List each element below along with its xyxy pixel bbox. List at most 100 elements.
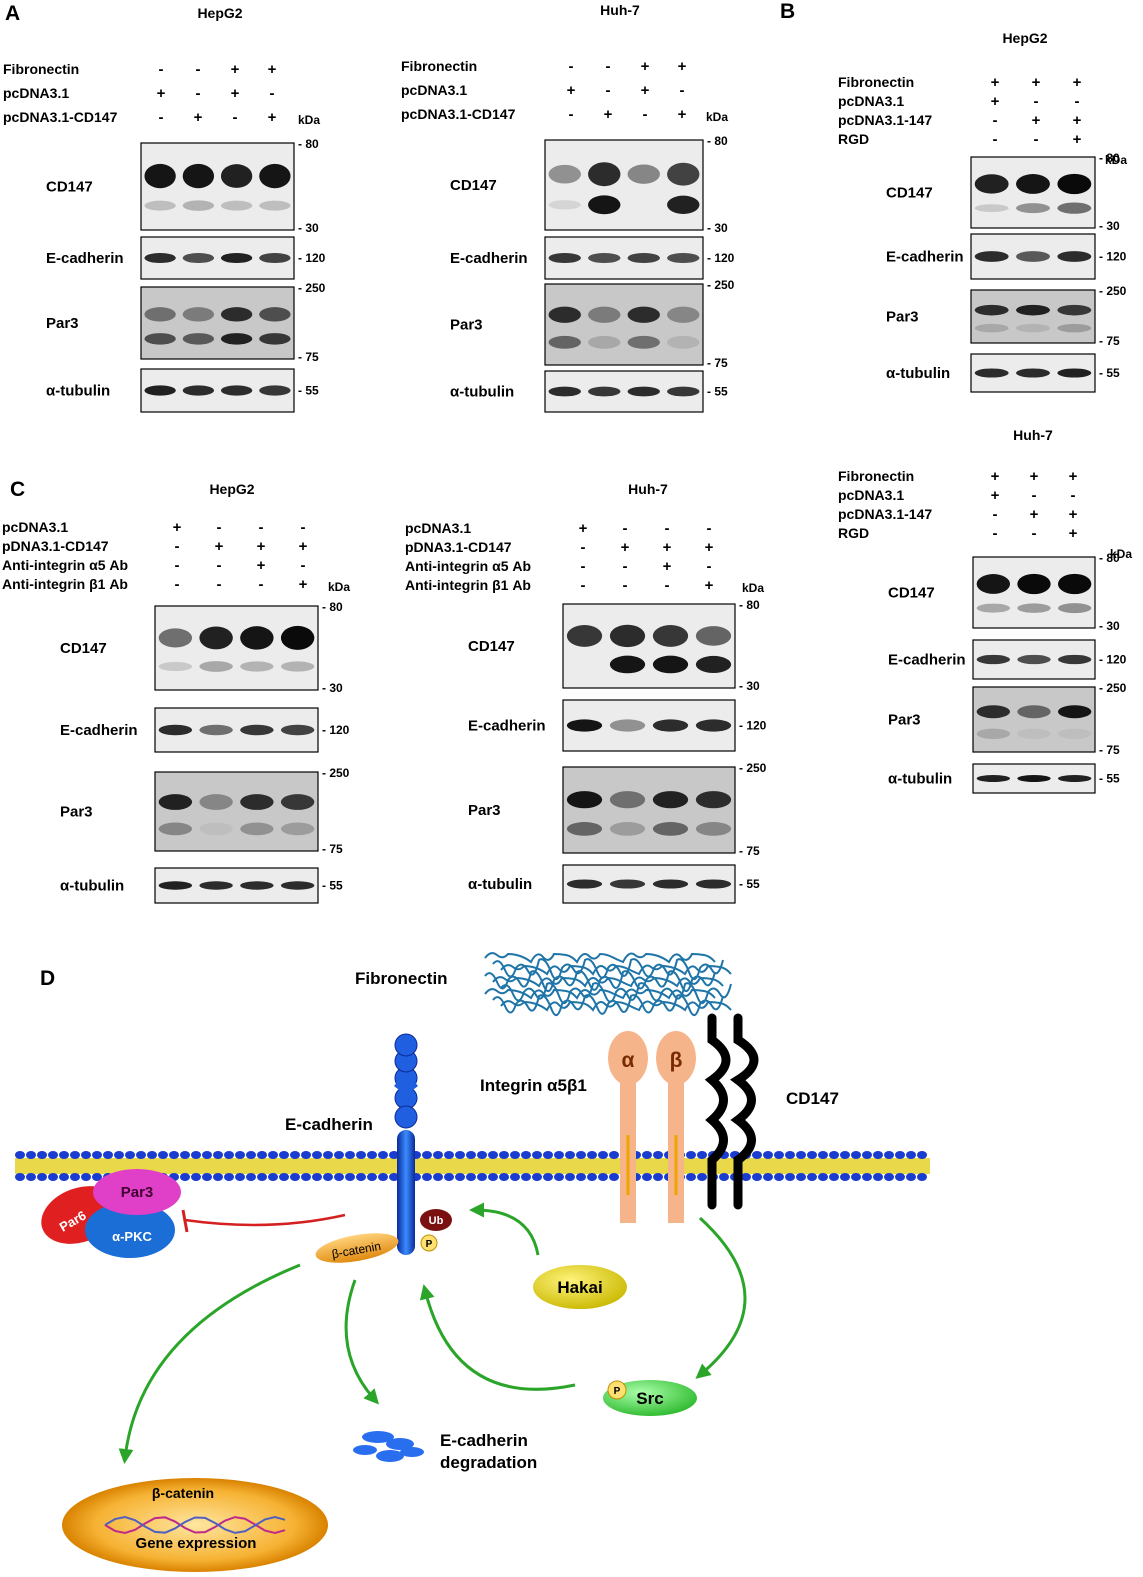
protein-band <box>609 879 646 889</box>
treatment-label: Fibronectin <box>401 58 477 74</box>
protein-band <box>182 385 215 396</box>
e-cadherin-label: E-cadherin <box>285 1115 373 1134</box>
activation-arrow <box>118 1263 301 1464</box>
treatment-sign: + <box>579 520 588 537</box>
protein-band <box>144 200 176 211</box>
protein-band <box>158 794 193 810</box>
protein-band <box>220 164 253 188</box>
protein-band <box>1057 251 1092 262</box>
protein-band <box>566 625 603 647</box>
protein-band <box>609 822 646 836</box>
treatment-sign: - <box>1071 487 1076 504</box>
mw-marker: - 75 <box>322 842 343 856</box>
band-label: Par3 <box>886 309 919 326</box>
integrin-subunit-label: α <box>622 1049 635 1072</box>
protein-band <box>652 822 689 836</box>
activation-arrow <box>695 1216 747 1379</box>
treatment-sign: - <box>175 576 180 593</box>
treatment-sign: + <box>641 58 650 75</box>
protein-band <box>1057 202 1092 214</box>
treatment-sign: + <box>231 85 240 102</box>
treatment-sign: + <box>231 61 240 78</box>
blot-b1: Huh-7Fibronectin+++pcDNA3.1+--pcDNA3.1-1… <box>838 427 1132 794</box>
band-label: CD147 <box>468 638 515 655</box>
protein-band <box>240 661 274 672</box>
protein-band <box>1057 728 1092 739</box>
treatment-sign: + <box>257 538 266 555</box>
treatment-sign: + <box>1030 506 1039 523</box>
degradation-label-1: E-cadherin <box>440 1431 528 1450</box>
beta-catenin: β-catenin <box>315 1233 399 1263</box>
mw-marker: - 75 <box>707 356 728 370</box>
treatment-label: Anti-integrin α5 Ab <box>405 558 531 574</box>
protein-band <box>259 200 291 211</box>
protein-band <box>976 654 1011 665</box>
kda-unit: kDa <box>742 581 764 595</box>
protein-band <box>588 252 621 264</box>
treatment-label: RGD <box>838 131 869 147</box>
ub-label: Ub <box>429 1215 444 1227</box>
treatment-label: pcDNA3.1 <box>838 93 904 109</box>
mw-marker: - 30 <box>1099 619 1120 633</box>
treatment-sign: + <box>268 109 277 126</box>
protein-band <box>652 719 689 732</box>
treatment-sign: + <box>705 539 714 556</box>
hakai-label: Hakai <box>557 1278 602 1297</box>
treatment-sign: + <box>157 85 166 102</box>
protein-band <box>548 164 581 184</box>
mw-marker: - 120 <box>707 251 735 265</box>
treatment-sign: - <box>993 525 998 542</box>
treatment-sign: + <box>1030 468 1039 485</box>
cell-line-title: Huh-7 <box>628 481 668 497</box>
protein-band <box>259 385 291 396</box>
protein-band <box>259 163 291 189</box>
treatment-sign: + <box>1073 112 1082 129</box>
protein-band <box>976 775 1011 782</box>
protein-band <box>695 879 732 889</box>
blot-membrane <box>154 771 319 852</box>
kda-unit: kDa <box>1105 153 1127 167</box>
mw-marker: - 80 <box>1099 551 1120 565</box>
band-label: Par3 <box>888 712 921 729</box>
protein-band <box>158 724 193 736</box>
mw-marker: - 120 <box>322 723 350 737</box>
mw-marker: - 55 <box>739 877 760 891</box>
panel-letter: A <box>5 2 20 25</box>
protein-band <box>976 574 1011 594</box>
activation-arrow <box>344 1279 380 1405</box>
protein-band <box>144 252 176 264</box>
band-label: CD147 <box>450 177 497 194</box>
treatment-label: Fibronectin <box>838 468 914 484</box>
fibronectin-fibers <box>484 952 732 1016</box>
protein-band <box>182 307 215 322</box>
treatment-sign: - <box>217 557 222 574</box>
protein-band <box>588 195 621 215</box>
treatment-sign: + <box>663 539 672 556</box>
protein-band <box>609 719 646 732</box>
band-label: CD147 <box>46 179 93 196</box>
cd147-label: CD147 <box>786 1089 839 1108</box>
treatment-sign: - <box>175 557 180 574</box>
treatment-sign: - <box>569 106 574 123</box>
protein-band <box>158 881 193 890</box>
treatment-sign: - <box>196 85 201 102</box>
treatment-sign: - <box>217 519 222 536</box>
treatment-sign: - <box>623 577 628 594</box>
treatment-sign: + <box>604 106 613 123</box>
blot-c1: Huh-7pcDNA3.1+---pDNA3.1-CD147-+++Anti-i… <box>405 481 767 904</box>
treatment-label: pcDNA3.1-147 <box>838 506 932 522</box>
band-label: E-cadherin <box>450 250 528 267</box>
treatment-label: Anti-integrin β1 Ab <box>2 576 128 592</box>
treatment-sign: + <box>991 74 1000 91</box>
treatment-sign: + <box>1032 74 1041 91</box>
band-label: Par3 <box>60 804 93 821</box>
mw-marker: - 250 <box>1099 284 1127 298</box>
phospho-label: P <box>614 1386 621 1397</box>
treatment-sign: + <box>567 82 576 99</box>
protein-band <box>1017 654 1051 665</box>
blot-a1: Huh-7Fibronectin--++pcDNA3.1+-+-pcDNA3.1… <box>401 2 735 413</box>
treatment-sign: + <box>194 109 203 126</box>
treatment-sign: - <box>665 520 670 537</box>
